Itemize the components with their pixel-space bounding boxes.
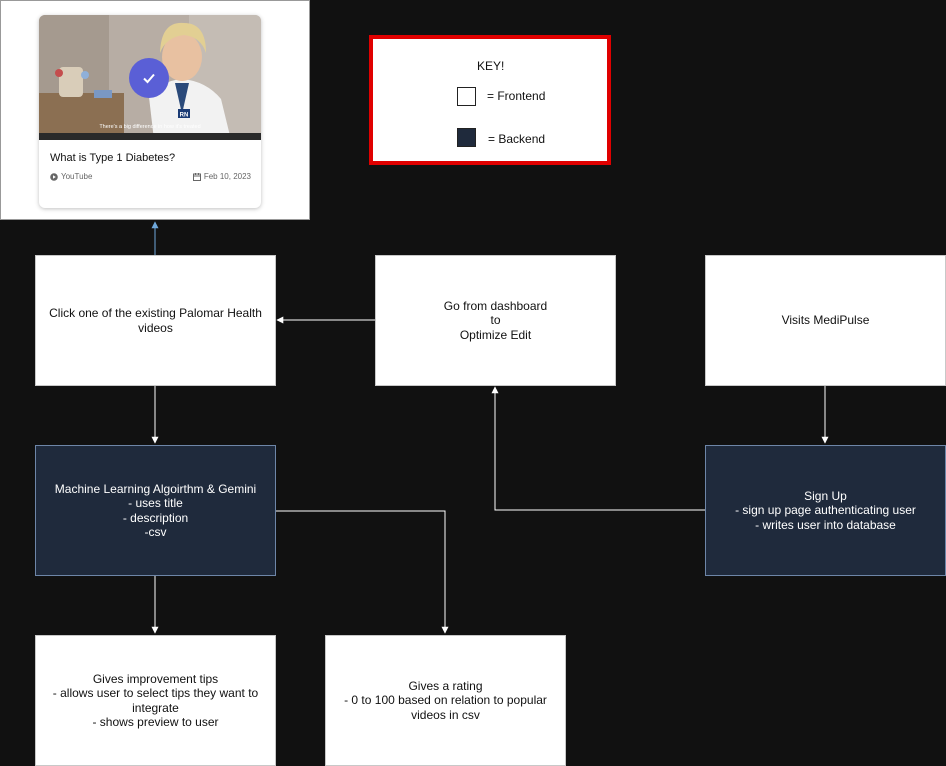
dashboard-box[interactable]: Go from dashboard to Optimize Edit	[375, 255, 616, 386]
video-source: YouTube	[50, 172, 92, 181]
check-icon	[143, 73, 155, 84]
signup-box[interactable]: Sign Up - sign up page authenticating us…	[705, 445, 946, 576]
video-card-frame: There's a big difference in how it's tre…	[0, 0, 310, 220]
video-thumbnail[interactable]: There's a big difference in how it's tre…	[39, 15, 261, 140]
video-title[interactable]: What is Type 1 Diabetes?	[50, 152, 176, 164]
connector-signup-to-dashboard	[491, 386, 705, 511]
video-caption-text: There's a big difference in how it's tre…	[99, 124, 200, 130]
frontend-swatch	[457, 87, 476, 106]
rn-badge-text: RN	[180, 113, 189, 119]
key-title: KEY!	[477, 59, 505, 73]
visits-medipulse-box[interactable]: Visits MediPulse	[705, 255, 946, 386]
rating-box[interactable]: Gives a rating - 0 to 100 based on relat…	[325, 635, 566, 766]
backend-swatch	[457, 128, 476, 147]
click-video-box[interactable]: Click one of the existing Palomar Health…	[35, 255, 276, 386]
video-date: Feb 10, 2023	[192, 172, 251, 181]
selected-check-badge[interactable]	[129, 58, 169, 98]
ml-gemini-box[interactable]: Machine Learning Algoirthm & Gemini - us…	[35, 445, 276, 576]
improvement-tips-box[interactable]: Gives improvement tips - allows user to …	[35, 635, 276, 766]
calendar-icon	[192, 172, 201, 181]
frontend-label: = Frontend	[487, 89, 546, 103]
video-date-label: Feb 10, 2023	[203, 172, 251, 181]
play-circle-icon	[50, 172, 58, 181]
video-card[interactable]: There's a big difference in how it's tre…	[39, 15, 261, 208]
backend-label: = Backend	[488, 132, 546, 146]
connector-ml-to-rating	[276, 510, 449, 634]
video-source-label: YouTube	[61, 172, 93, 181]
legend-key: KEY! = Frontend = Backend	[369, 35, 611, 165]
